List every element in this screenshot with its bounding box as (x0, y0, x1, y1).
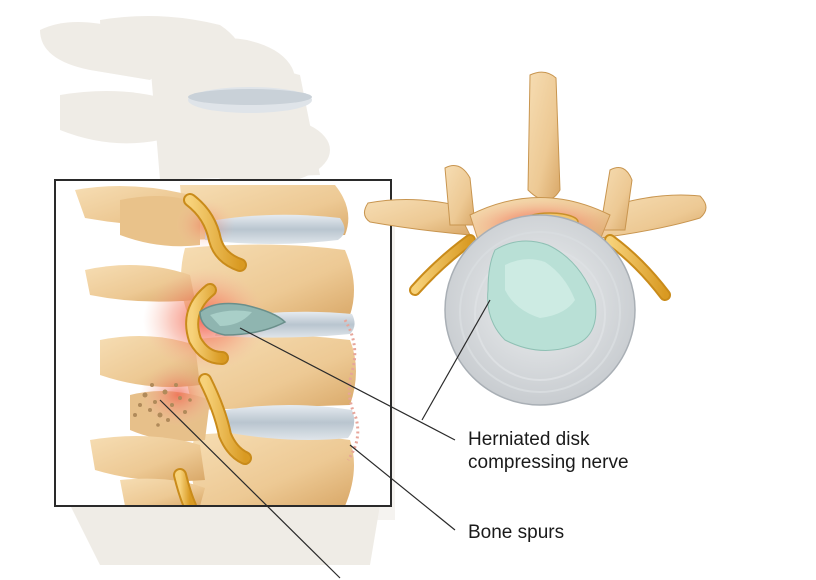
bone-spurs-label: Bone spurs (468, 521, 564, 544)
bone-spurs-label-text: Bone spurs (468, 522, 565, 543)
herniated-disk-label-line1: Herniated disk (468, 429, 590, 450)
background-disk (188, 87, 312, 113)
herniated-disk-label: Herniated disk compressing nerve (468, 428, 629, 474)
leader-lines (159, 299, 491, 579)
lateral-spine-view (55, 180, 391, 506)
bone-spur-texture (133, 383, 192, 427)
leader-line-herniated-axial (421, 299, 491, 421)
leader-line-bone-spurs-anterior (349, 444, 456, 531)
inset-frame (54, 179, 392, 507)
herniated-disk-label-line2: compressing nerve (468, 452, 629, 473)
leader-line-herniated-lateral (239, 327, 456, 441)
leader-line-bone-spurs-posterior (159, 399, 341, 579)
axial-vertebra-view (364, 71, 707, 406)
